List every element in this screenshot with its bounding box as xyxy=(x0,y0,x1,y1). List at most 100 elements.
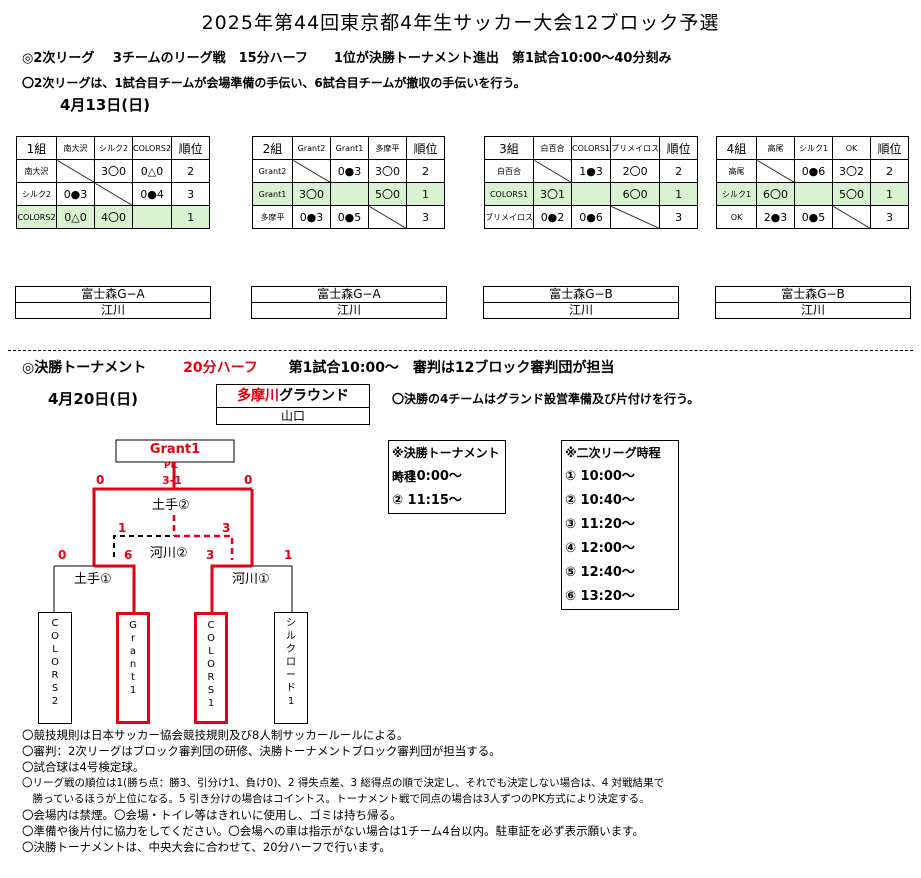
league-schedule-item: ⑤ 12:40〜 xyxy=(565,565,635,580)
venue-referee: 山口 xyxy=(280,409,305,423)
row-team-name: COLORS1 xyxy=(484,182,534,206)
match-result: 0●5 xyxy=(330,205,369,229)
champion-name: Grant1 xyxy=(149,442,201,457)
note-line: 〇決勝トーナメントは、中央大会に合わせて、20分ハーフで行います。 xyxy=(22,840,391,854)
final-match-label: 土手② xyxy=(152,494,190,513)
final-pk-score: 3-1 xyxy=(162,474,182,487)
column-team-name: 白百合 xyxy=(533,136,572,160)
group-name: 1組 xyxy=(16,136,57,160)
team-name-char: シ xyxy=(286,618,296,629)
row-team-name: COLORS2 xyxy=(16,205,57,229)
rank-value: 3 xyxy=(659,205,699,229)
league-schedule-item: ③ 11:20〜 xyxy=(565,517,635,532)
rank-header: 順位 xyxy=(406,136,445,160)
sf2-score-right: 1 xyxy=(284,548,293,562)
rank-value: 2 xyxy=(171,159,211,183)
team-name-char: ー xyxy=(286,670,296,681)
self-match-cell xyxy=(610,205,661,229)
team-name-char: t xyxy=(131,672,135,683)
league-heading: ◎2次リーグ 3チームのリーグ戦 15分ハーフ 1位が決勝トーナメント進出 第1… xyxy=(22,47,671,66)
row-team-name: シルク1 xyxy=(716,182,757,206)
group-name: 2組 xyxy=(252,136,293,160)
column-team-name: COLORS1 xyxy=(570,136,612,160)
match-result: 4〇0 xyxy=(94,205,133,229)
tournament-note: 〇決勝の4チームはグランド設営準備及び片付けを行う。 xyxy=(392,392,700,406)
note-line: 〇会場内は禁煙。〇会場・トイレ等はきれいに使用し、ゴミは持ち帰る。 xyxy=(22,808,402,822)
rank-value: 2 xyxy=(659,159,699,183)
final-schedule-item: ① 10:00〜 xyxy=(392,469,462,484)
sf1-score-right: 6 xyxy=(124,548,133,562)
league-heading-label: ◎2次リーグ xyxy=(22,51,95,66)
group-venue: 富士森G−B xyxy=(781,287,845,301)
group-referee: 江川 xyxy=(252,302,446,318)
match-result: 0●4 xyxy=(131,182,173,206)
team-name-char: ロ xyxy=(286,657,296,668)
column-team-name: Grant1 xyxy=(330,136,369,160)
match-result: 0●6 xyxy=(570,205,612,229)
league-schedule-item: ⑥ 13:20〜 xyxy=(565,589,635,604)
league-schedule-header: ※二次リーグ時程 xyxy=(565,446,661,460)
rank-header: 順位 xyxy=(870,136,909,160)
team-name-char: 1 xyxy=(287,696,295,707)
match-result: 0●6 xyxy=(794,159,833,183)
match-result: 3〇0 xyxy=(368,159,407,183)
team-name-char: a xyxy=(129,646,137,657)
group-referee: 江川 xyxy=(716,302,910,318)
team-name-char: ル xyxy=(286,631,296,642)
tournament-venue: 多摩川グラウンド 山口 xyxy=(216,384,370,425)
self-match-cell xyxy=(56,159,95,183)
rank-value: 3 xyxy=(171,182,211,206)
rank-value: 1 xyxy=(659,182,699,206)
self-match-cell xyxy=(330,182,369,206)
match-result: 3〇0 xyxy=(94,159,133,183)
row-team-name: OK xyxy=(716,205,757,229)
group-name: 3組 xyxy=(484,136,534,160)
note-line: 〇審判：2次リーグはブロック審判団の研修、決勝トーナメントブロック審判団が担当す… xyxy=(22,744,501,758)
team-name-char: 1 xyxy=(129,685,137,696)
note-line: 〇試合球は4号検定球。 xyxy=(22,760,145,774)
league-note: 〇2次リーグは、1試合目チームが会場準備の手伝い、6試合目チームが撤収の手伝いを… xyxy=(22,76,526,90)
column-team-name: ブリメイロス xyxy=(610,136,661,160)
match-result: 5〇0 xyxy=(832,182,871,206)
column-team-name: Grant2 xyxy=(292,136,331,160)
team-name-char: ク xyxy=(286,644,296,655)
row-team-name: Grant2 xyxy=(252,159,293,183)
rank-value: 1 xyxy=(870,182,909,206)
match-result: 0●2 xyxy=(533,205,572,229)
match-result: 0△0 xyxy=(131,159,173,183)
row-team-name: 高尾 xyxy=(716,159,757,183)
league-description: 3チームのリーグ戦 15分ハーフ 1位が決勝トーナメント進出 第1試合10:00… xyxy=(112,51,672,66)
tournament-date: 4月20日(日) xyxy=(48,390,139,408)
note-line: 勝っているほうが上位になる。5 引き分けの場合はコイントス。トーナメント戦で同点… xyxy=(22,793,650,805)
note-line: 〇競技規則は日本サッカー協会競技規則及び8人制サッカールールによる。 xyxy=(22,728,409,742)
tournament-heading: ◎決勝トーナメント 20分ハーフ 第1試合10:00〜 審判は12ブロック審判団… xyxy=(22,357,614,377)
row-team-name: ブリメイロス xyxy=(484,205,534,229)
column-team-name: 多摩平 xyxy=(368,136,407,160)
group-venue: 富士森G−A xyxy=(317,287,381,301)
team-name-char: S xyxy=(207,685,215,696)
rank-header: 順位 xyxy=(659,136,699,160)
team-name-char: S xyxy=(51,683,59,694)
row-team-name: 白百合 xyxy=(484,159,534,183)
sf1-score-left: 0 xyxy=(58,548,67,562)
self-match-cell xyxy=(292,159,331,183)
league-date: 4月13日(日) xyxy=(60,96,151,114)
group-venue: 富士森G−B xyxy=(549,287,613,301)
match-result: 6〇0 xyxy=(756,182,795,206)
final-schedule-header: ※決勝トーナメント時程 xyxy=(392,446,500,484)
sf2-score-left: 3 xyxy=(206,548,215,562)
third-score-left: 1 xyxy=(118,521,127,535)
team-name-char: L xyxy=(52,644,58,655)
